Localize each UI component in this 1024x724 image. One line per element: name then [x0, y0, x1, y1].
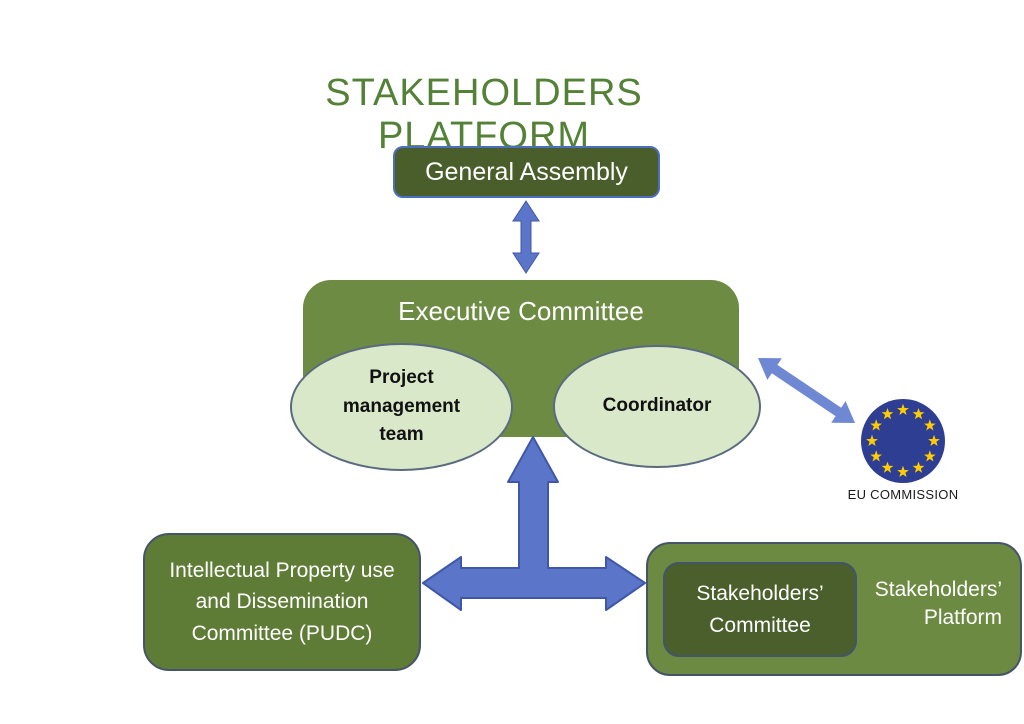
eu-commission-label: EU COMMISSION: [847, 487, 959, 502]
project-management-team-label: Project management team: [342, 367, 461, 446]
eu-star-icon: [881, 461, 894, 473]
eu-star-icon: [897, 403, 909, 415]
executive-committee-label: Executive Committee: [398, 296, 644, 326]
eu-star-icon: [870, 450, 882, 462]
eu-star-icon: [870, 419, 882, 431]
stakeholders-committee-box: Stakeholders’ Committee: [663, 562, 857, 657]
project-management-team-ellipse: Project management team: [290, 343, 513, 471]
eu-flag-icon: [861, 399, 945, 483]
page-title: STAKEHOLDERS PLATFORM: [325, 72, 643, 157]
pudc-label: Intellectual Property use and Disseminat…: [169, 558, 395, 645]
general-assembly-label: General Assembly: [425, 157, 628, 186]
ec-three-way-arrow: [422, 436, 646, 611]
eu-star-icon: [897, 465, 909, 477]
eu-star-icon: [912, 408, 925, 420]
general-assembly-box: General Assembly: [393, 146, 660, 198]
eu-stars-icon: [866, 403, 940, 477]
pudc-box: Intellectual Property use and Disseminat…: [143, 533, 421, 671]
eu-star-icon: [924, 419, 936, 431]
eu-star-icon: [924, 450, 936, 462]
coordinator-label: Coordinator: [602, 395, 712, 417]
coordinator-eu-double-arrow: [758, 358, 855, 423]
stakeholders-committee-label: Stakeholders’ Committee: [696, 582, 824, 637]
eu-star-icon: [928, 434, 940, 446]
coordinator-ellipse: Coordinator: [553, 345, 761, 468]
stakeholders-platform-label: Stakeholders’ Platform: [874, 578, 1002, 630]
eu-star-icon: [912, 461, 925, 473]
eu-star-icon: [866, 434, 878, 446]
eu-star-icon: [881, 408, 894, 420]
ga-ec-double-arrow: [512, 200, 540, 274]
